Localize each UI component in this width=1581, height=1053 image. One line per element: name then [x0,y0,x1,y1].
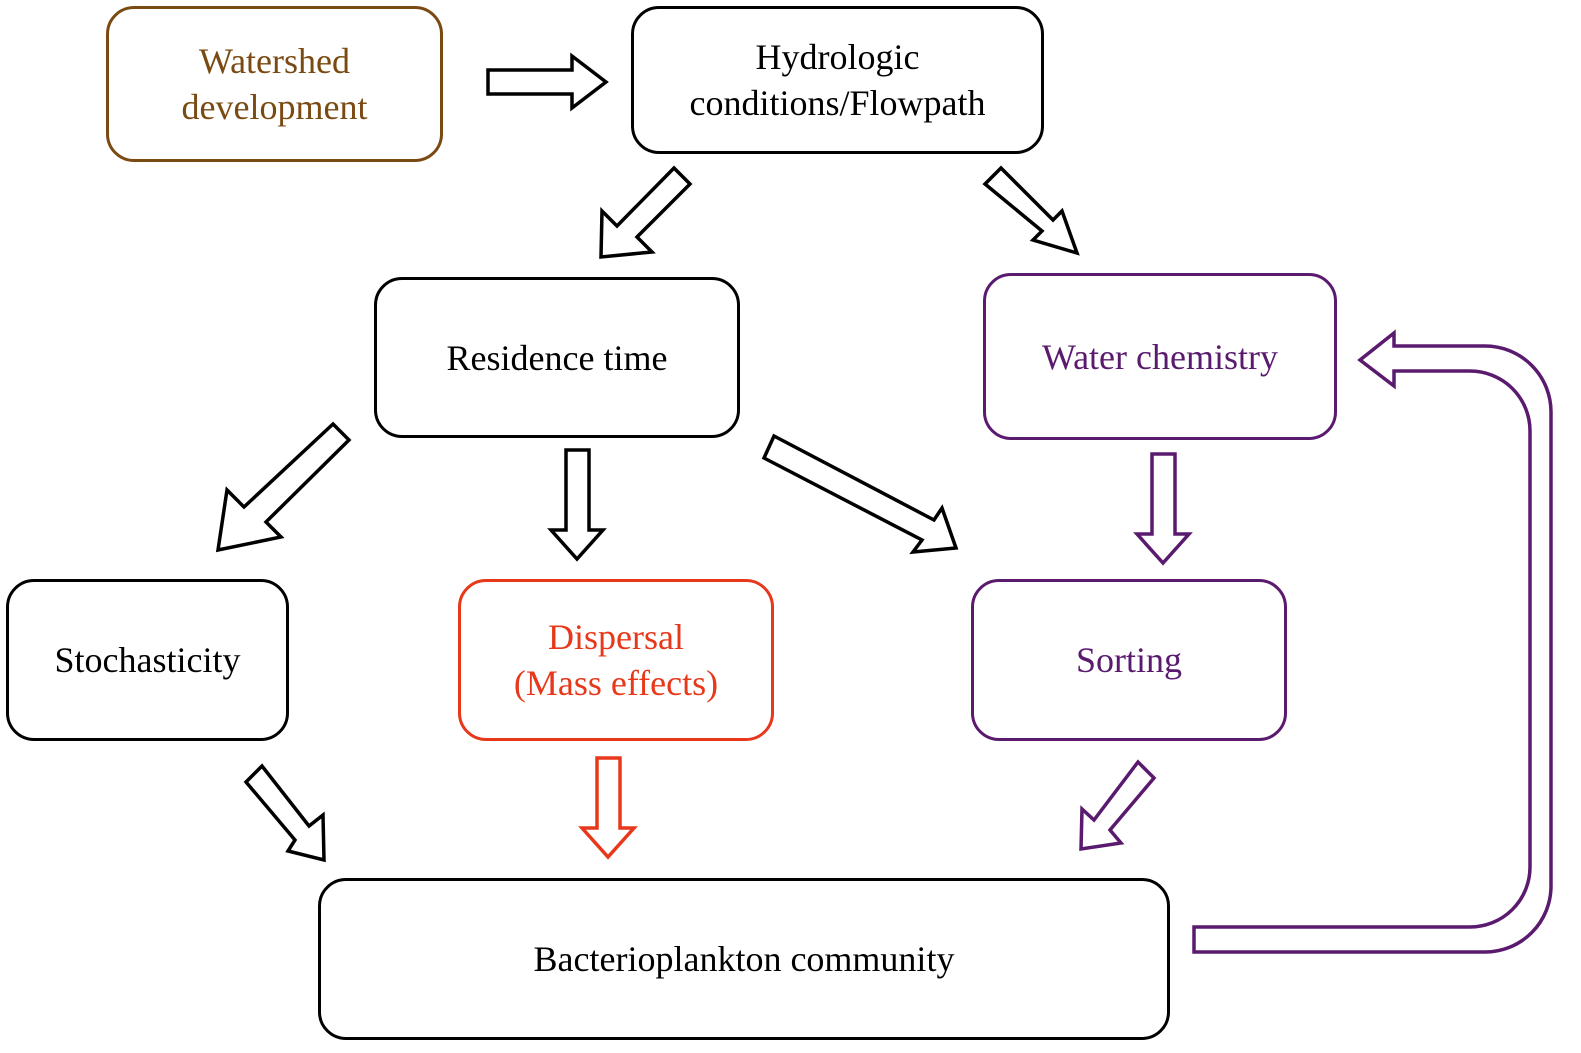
arrow-residence-to-dispersal [547,448,607,562]
arrow-stochasticity-to-bacterioplankton [243,763,326,863]
node-label: Water chemistry [1041,336,1278,377]
node-sorting: Sorting [971,579,1287,741]
node-hydrologic-conditions: Hydrologic conditions/Flowpath [631,6,1044,154]
arrow-hydrologic-to-water-chemistry [982,165,1080,256]
node-water-chemistry: Water chemistry [983,273,1337,440]
node-label: Bacterioplankton community [533,939,955,979]
node-watershed-development: Watershed development [106,6,443,162]
arrow-dispersal-to-bacterioplankton [578,756,638,860]
node-label: Watershed development [181,41,368,127]
arrow-residence-to-stochasticity [215,421,352,553]
arrow-bacterioplankton-to-water-chemistry [1192,329,1553,954]
node-dispersal: Dispersal (Mass effects) [458,579,774,741]
arrow-sorting-to-bacterioplankton [1079,759,1157,852]
node-label: Stochasticity [54,640,241,680]
node-stochasticity: Stochasticity [6,579,289,741]
arrow-residence-to-sorting [761,433,959,555]
node-residence-time: Residence time [374,277,740,438]
node-label: Residence time [446,337,668,378]
arrow-watershed-to-hydrologic [486,52,609,112]
node-label: Hydrologic conditions/Flowpath [689,37,986,123]
node-bacterioplankton-community: Bacterioplankton community [318,878,1170,1040]
node-label: Dispersal (Mass effects) [513,617,719,703]
arrow-hydrologic-to-residence [599,165,693,259]
node-label: Sorting [1075,640,1182,680]
arrow-water-chemistry-to-sorting [1133,452,1193,566]
